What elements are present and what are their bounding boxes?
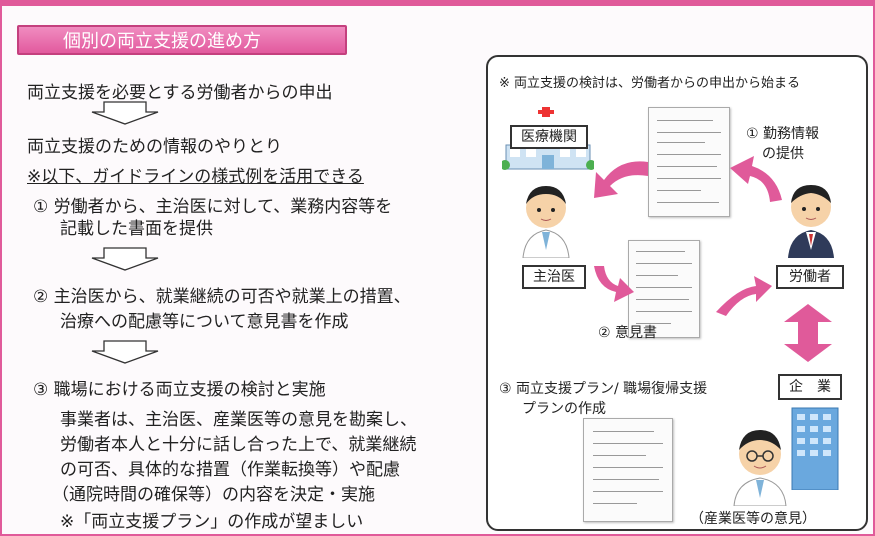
- section-heading: 個別の両立支援の進め方: [17, 25, 347, 55]
- work-info-document: [648, 107, 730, 217]
- attending-doctor-label: 主治医: [522, 265, 586, 289]
- step-exchange: 両立支援のための情報のやりとり: [27, 137, 282, 157]
- worker-company-double-arrow: [784, 304, 832, 362]
- arrow-from-worker: [730, 156, 782, 202]
- doctor-illustration: [522, 186, 570, 258]
- step-3-line-2: 労働者本人と十分に話し合った上で、就業継続: [60, 435, 417, 455]
- work-info-label-2: の提供: [762, 146, 804, 162]
- step-request: 両立支援を必要とする労働者からの申出: [27, 83, 333, 103]
- guideline-note: ※以下、ガイドラインの様式例を活用できる: [27, 167, 364, 187]
- plan-label-1: ③ 両立支援プラン/ 職場復帰支援: [499, 381, 708, 397]
- work-info-label-1: ① 勤務情報: [746, 126, 820, 142]
- office-building-icon: [791, 407, 839, 490]
- step-3-title: ③ 職場における両立支援の検討と実施: [33, 380, 326, 400]
- hospital-icon: [502, 107, 594, 170]
- plan-document: [583, 418, 673, 522]
- plan-label-2: プランの作成: [522, 401, 606, 417]
- step-3-note: ※「両立支援プラン」の作成が望ましい: [60, 512, 364, 532]
- company-label: 企 業: [778, 374, 842, 400]
- diagram-note: ※ 両立支援の検討は、労働者からの申出から始まる: [499, 76, 801, 91]
- opinion-label: ② 意見書: [598, 325, 658, 341]
- down-arrow-2: [91, 247, 159, 271]
- step-3-line-4: （通院時間の確保等）の内容を決定・実施: [52, 485, 375, 505]
- arrow-opinion-to-worker: [716, 276, 772, 316]
- opinion-document: [628, 240, 700, 338]
- down-arrow-3: [91, 340, 159, 364]
- step-2-line-1: ② 主治医から、就業継続の可否や就業上の措置、: [33, 287, 411, 307]
- medical-institution-label: 医療機関: [510, 125, 588, 149]
- worker-illustration: [788, 185, 834, 258]
- down-arrow-1: [91, 101, 159, 125]
- step-3-line-3: の可否、具体的な措置（作業転換等）や配慮: [60, 460, 400, 480]
- arrow-to-doctor: [594, 161, 648, 198]
- arrow-doctor-to-opinion: [594, 266, 634, 302]
- occupational-physician-illustration: [733, 430, 787, 506]
- worker-label: 労働者: [776, 265, 844, 289]
- occupational-doctor-opinion-label: （産業医等の意見）: [690, 511, 816, 527]
- step-3-line-1: 事業者は、主治医、産業医等の意見を勘案し、: [60, 410, 417, 430]
- step-1-line-1: ① 労働者から、主治医に対して、業務内容等を: [33, 197, 393, 217]
- step-1-line-2: 記載した書面を提供: [60, 219, 213, 239]
- step-2-line-2: 治療への配慮等について意見書を作成: [60, 312, 349, 332]
